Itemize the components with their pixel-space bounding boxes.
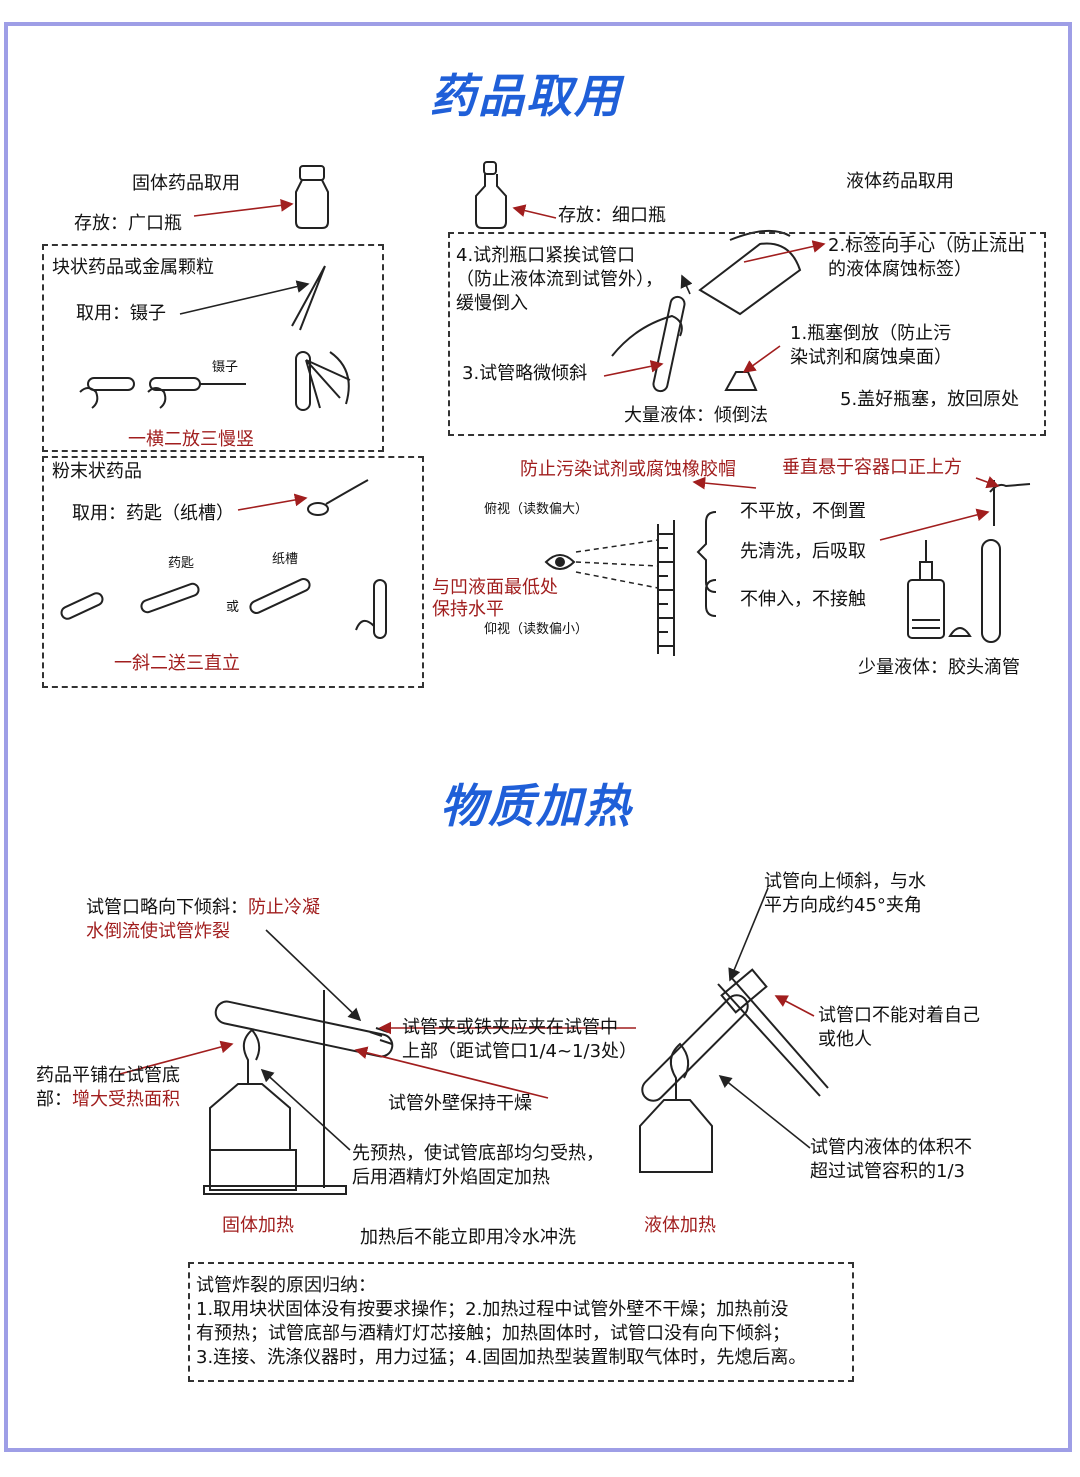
pour-step4-line2: （防止液体流到试管外）， [456,268,663,292]
pour-step2-line1: 2.标签向手心（防止流出 [828,234,1025,258]
not-face-line1: 试管口不能对着自己 [818,1004,980,1028]
vertical-test-tube-icon [982,480,1030,642]
no-cold-water-note: 加热后不能立即用冷水冲洗 [360,1226,576,1250]
liquid-storage: 存放：细口瓶 [558,204,666,228]
dropper-cap-icon [950,628,970,636]
pour-step4-line1: 4.试剂瓶口紧挨试管口 [456,244,635,268]
clamp-line2: 上部（距试管口1/4~1/3处） [402,1040,637,1064]
pour-step5: 5.盖好瓶塞，放回原处 [840,388,1019,412]
tilt-down-red2: 水倒流使试管炸裂 [86,920,230,944]
dry-note: 试管外壁保持干燥 [388,1092,532,1116]
summary-line1: 1.取用块状固体没有按要求操作；2.加热过程中试管外壁不干燥；加热前没 [196,1298,788,1322]
dropper-bottle-icon [908,540,944,638]
eye-icon [546,555,574,569]
block-mnemonic: 一横二放三慢竖 [128,428,254,452]
tilt-down-red1: 防止冷凝 [248,897,320,918]
pour-step1-line2: 染试剂和腐蚀桌面） [790,346,952,370]
dropper-vertical: 垂直悬于容器口正上方 [782,456,962,480]
tweezers-label: 镊子 [212,360,238,376]
dropper-rule3: 不伸入，不接触 [740,588,866,612]
spread-black1: 药品平铺在试管底 [36,1064,180,1088]
heated-test-tube-horizontal-icon [214,1000,395,1059]
dropper-rule1: 不平放，不倒置 [740,500,866,524]
tilt-up-line2: 平方向成约45°夹角 [764,894,922,918]
volume-line2: 超过试管容积的1/3 [810,1160,965,1184]
spoon-label: 药匙 [168,556,194,572]
pour-step2-line2: 的液体腐蚀标签） [828,258,972,282]
pour-step4-line3: 缓慢倒入 [456,292,528,316]
powder-tool: 取用：药匙（纸槽） [72,502,234,526]
iron-stand-icon [204,990,346,1194]
spread-red: 增大受热面积 [72,1089,180,1110]
clamp-line1: 试管夹或铁夹应夹在试管中 [402,1016,618,1040]
graduated-cylinder-icon [658,512,716,656]
liquid-heading: 液体药品取用 [846,170,954,194]
pour-step3: 3.试管略微倾斜 [462,362,587,386]
preheat-line1: 先预热，使试管底部均匀受热， [352,1142,604,1166]
volume-line1: 试管内液体的体积不 [810,1136,972,1160]
tilt-up-line1: 试管向上倾斜，与水 [764,870,926,894]
summary-line2: 有预热；试管底部与酒精灯灯芯接触；加热固体时，试管口没有向下倾斜； [196,1322,790,1346]
pour-method: 大量液体：倾倒法 [624,404,768,428]
or-label: 或 [226,600,239,616]
tilt-down-black: 试管口略向下倾斜： [86,897,248,918]
heated-test-tube-diagonal-icon [638,970,828,1106]
pour-step1-line1: 1.瓶塞倒放（防止污 [790,322,951,346]
solid-storage: 存放：广口瓶 [74,212,182,236]
liquid-heating-label: 液体加热 [644,1214,716,1238]
solid-heating-label: 固体加热 [222,1214,294,1238]
summary-heading: 试管炸裂的原因归纳： [196,1274,376,1298]
powder-heading: 粉末状药品 [52,460,142,484]
look-up-label: 仰视（读数偏小） [484,622,588,638]
dropper-warning: 防止污染试剂或腐蚀橡胶帽 [520,458,736,482]
preheat-line2: 后用酒精灯外焰固定加热 [352,1166,550,1190]
wide-mouth-bottle-icon [296,166,328,228]
powder-mnemonic: 一斜二送三直立 [114,652,240,676]
block-heading: 块状药品或金属颗粒 [52,256,214,280]
paper-trough-label: 纸槽 [272,552,298,568]
look-down-label: 俯视（读数偏大） [484,502,588,518]
spread-black2: 部： [36,1089,72,1110]
solid-heading: 固体药品取用 [132,172,240,196]
narrow-mouth-bottle-icon [476,162,506,228]
not-face-line2: 或他人 [818,1028,872,1052]
dropper-rule2: 先清洗，后吸取 [740,540,866,564]
alcohol-lamp-icon [640,1044,712,1172]
block-tool: 取用：镊子 [76,302,166,326]
alcohol-lamp-icon [210,1030,296,1190]
spread-note: 部：增大受热面积 [36,1088,180,1112]
level-line2: 保持水平 [432,598,504,622]
tilt-down-note: 试管口略向下倾斜：防止冷凝 [86,896,320,920]
summary-line3: 3.连接、洗涤仪器时，用力过猛；4.固固加热型装置制取气体时，先熄后离。 [196,1346,806,1370]
dropper-method: 少量液体：胶头滴管 [858,656,1020,680]
level-line1: 与凹液面最低处 [432,576,558,600]
section-title-medicine-taking: 药品取用 [430,60,622,126]
section-title-heating: 物质加热 [440,770,632,836]
